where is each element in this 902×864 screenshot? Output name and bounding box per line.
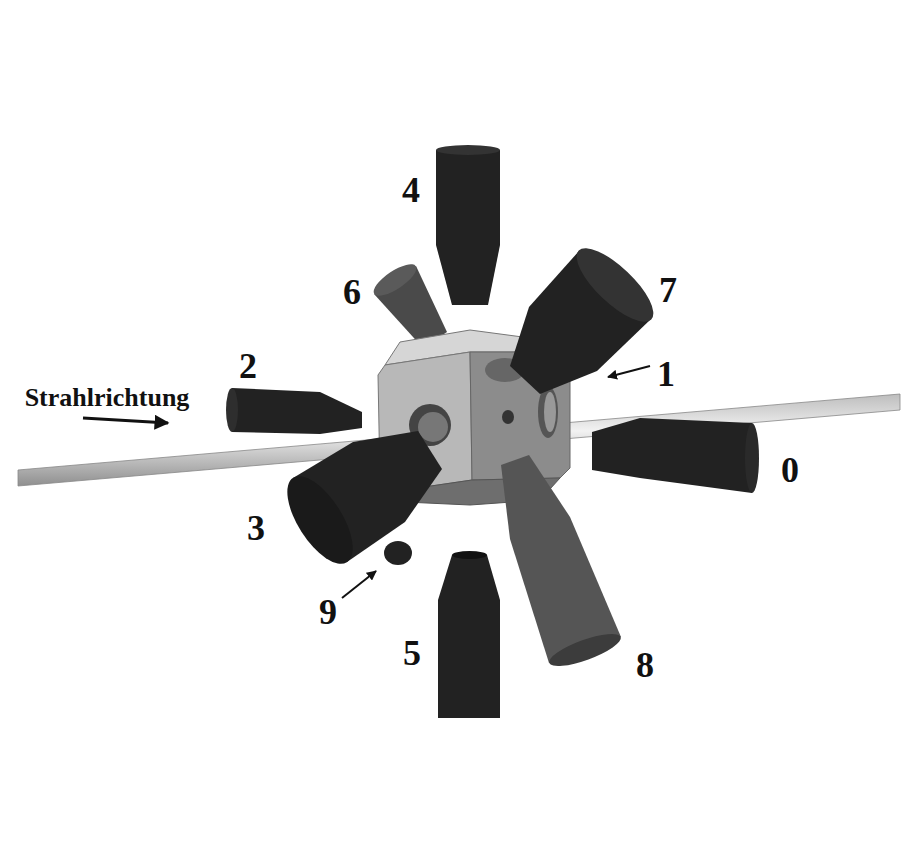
detector-3 (275, 431, 442, 574)
detector-4 (436, 145, 500, 305)
detector-2 (226, 388, 362, 434)
callout-number: 4 (402, 172, 420, 208)
callout-number: 7 (659, 272, 677, 308)
callout-number: 3 (247, 510, 265, 546)
callout-number: 8 (636, 647, 654, 683)
callout-number: 5 (403, 635, 421, 671)
callout-number: 2 (239, 348, 257, 384)
detector-5 (438, 551, 500, 718)
callout-number: 9 (319, 594, 337, 630)
detector-9 (384, 541, 412, 565)
detector-7 (510, 238, 664, 394)
detector-0 (592, 418, 759, 493)
detector-6 (369, 259, 447, 348)
callout-number: 6 (343, 274, 361, 310)
callout-number: 0 (781, 452, 799, 488)
leader-line (342, 571, 376, 598)
beam-direction-arrow (83, 418, 168, 423)
callout-number: 1 (657, 356, 675, 392)
leader-line (608, 366, 650, 377)
detector-8 (501, 455, 624, 672)
beam-direction-label: Strahlrichtung (25, 385, 190, 411)
